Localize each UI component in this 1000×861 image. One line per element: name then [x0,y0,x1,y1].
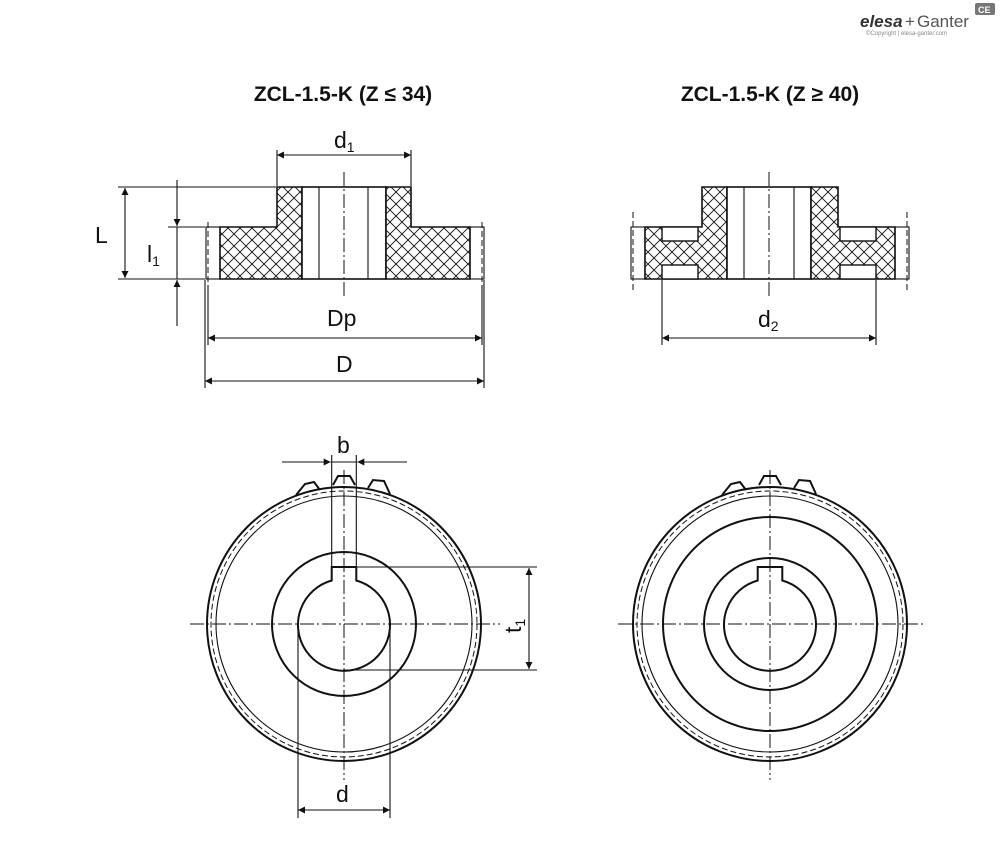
dimension-t1: t1 [344,566,537,671]
dimension-l1: l1 [147,180,205,326]
label-d1: d1 [334,127,355,155]
dimension-b: b [282,432,407,566]
ce-badge-icon [975,3,995,15]
label-Dp: Dp [327,305,356,331]
front-view-right [618,470,924,780]
ce-badge-text: CE [978,5,991,15]
label-l1: l1 [147,241,160,269]
dimension-d2: d2 [661,280,877,345]
label-d: d [336,781,349,807]
logo-ganter: Ganter [917,12,969,31]
label-L: L [95,222,108,248]
dimension-d: d [297,624,391,818]
logo-elesa: elesa [860,12,903,31]
hatched-body-left [219,186,303,280]
title-left: ZCL-1.5-K (Z ≤ 34) [254,83,432,106]
bore-keyway-right [723,566,817,672]
label-D: D [336,351,353,377]
logo-copyright: ©Copyright | elesa-ganter.com [866,30,947,37]
hatched-body-right [385,186,471,280]
section-view-right [630,172,910,296]
flange-rim-right-r [894,226,910,280]
dimension-D: D [204,280,485,388]
logo-plus: + [905,12,915,31]
label-t1: t1 [500,619,528,633]
dimension-Dp: Dp [207,285,483,345]
dimension-d1: d1 [276,127,412,186]
section-view-left [205,172,485,296]
label-b: b [337,432,350,458]
brand-logo: elesa + Ganter CE ©Copyright | elesa-gan… [860,3,995,37]
label-d2: d2 [758,306,779,334]
flange-rim-right [469,226,485,280]
front-view-left [190,470,500,780]
dimension-L: L [95,186,276,280]
title-right: ZCL-1.5-K (Z ≥ 40) [681,83,859,106]
